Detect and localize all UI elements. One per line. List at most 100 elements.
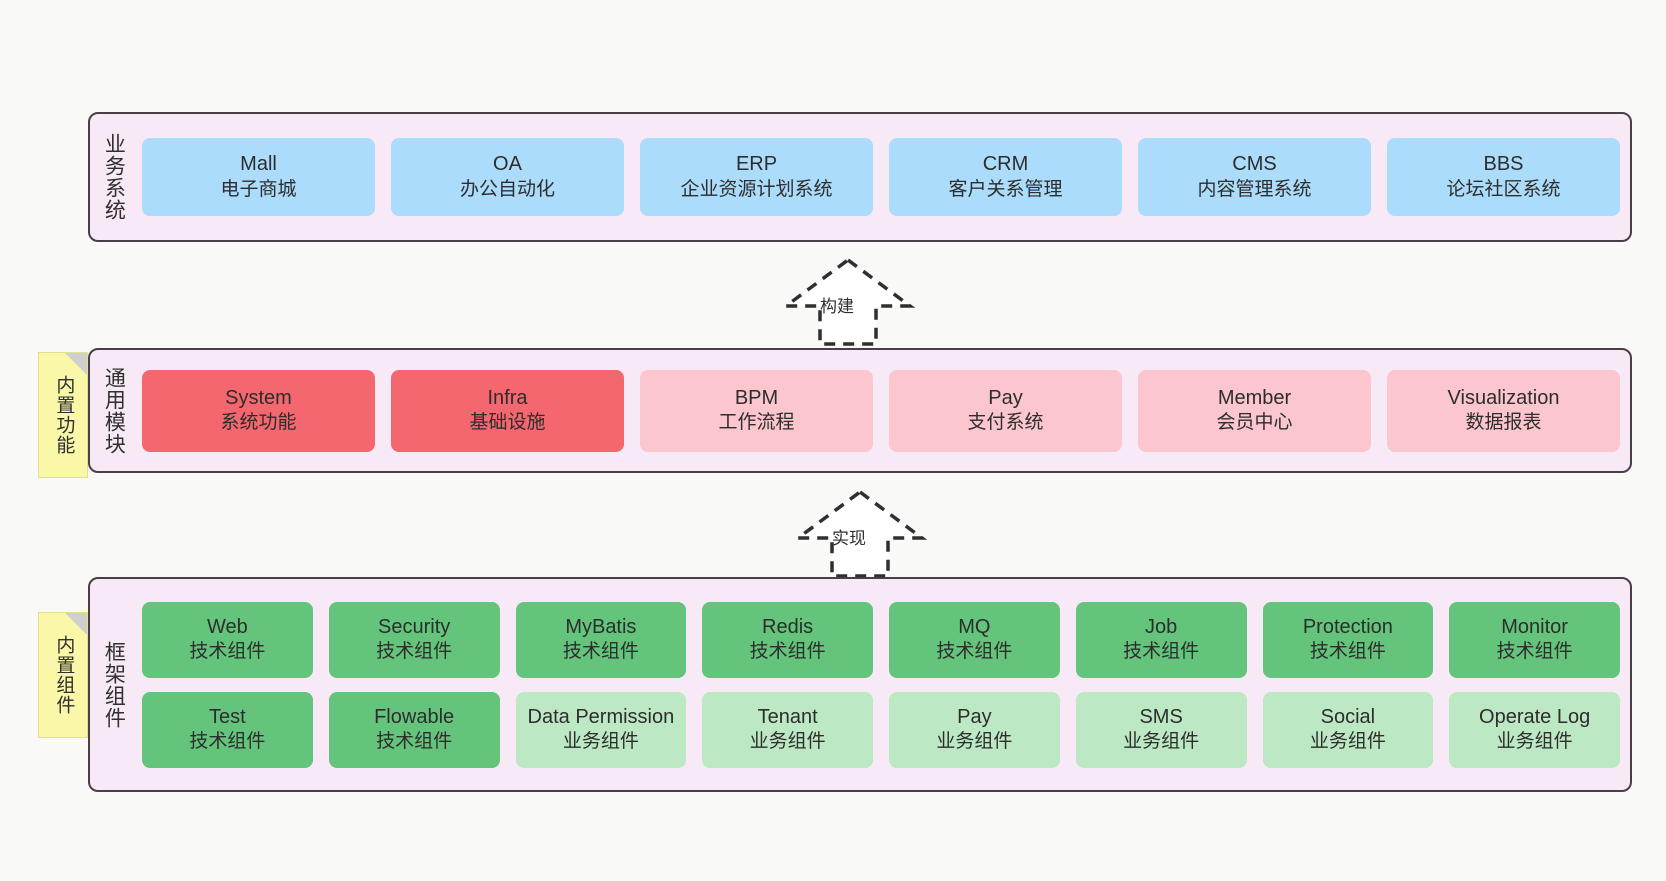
framework-business-row: Test 技术组件 Flowable 技术组件 Data Permission … — [142, 691, 1620, 768]
card-operate-log-en: Operate Log — [1479, 705, 1591, 728]
card-social[interactable]: Social 业务组件 — [1262, 691, 1434, 768]
card-test[interactable]: Test 技术组件 — [142, 691, 313, 768]
card-member-en: Member — [1217, 386, 1292, 409]
connector-build: 构建 — [758, 256, 938, 348]
card-system-en: System — [225, 386, 292, 409]
card-pay-module-en: Pay — [988, 386, 1023, 409]
card-tenant[interactable]: Tenant 业务组件 — [702, 691, 873, 768]
card-mq[interactable]: MQ 技术组件 — [889, 601, 1060, 678]
card-erp[interactable]: ERP 企业资源计划系统 — [640, 138, 873, 216]
card-cms-cn: 内容管理系统 — [1197, 178, 1312, 200]
card-monitor-en: Monitor — [1501, 615, 1568, 638]
card-erp-cn: 企业资源计划系统 — [680, 178, 833, 200]
card-bpm[interactable]: BPM 工作流程 — [640, 369, 873, 452]
note-builtin-component: 内置组件 — [38, 612, 88, 738]
layer-framework-component: 框架组件 Web 技术组件 Security 技术组件 MyBatis 技术组件… — [88, 577, 1632, 792]
card-redis[interactable]: Redis 技术组件 — [702, 601, 873, 678]
note-builtin-component-label: 内置组件 — [53, 635, 75, 715]
layer-common-module-body: System 系统功能 Infra 基础设施 BPM 工作流程 Pay 支付系统… — [136, 350, 1630, 471]
card-protection-cn: 技术组件 — [1309, 641, 1386, 663]
note-builtin-function: 内置功能 — [38, 352, 88, 478]
card-mq-cn: 技术组件 — [936, 641, 1013, 663]
card-sms-cn: 业务组件 — [1123, 731, 1200, 753]
card-web-en: Web — [206, 615, 248, 638]
card-tenant-en: Tenant — [757, 705, 818, 728]
card-flowable-cn: 技术组件 — [376, 731, 453, 753]
card-tenant-cn: 业务组件 — [749, 731, 826, 753]
card-sms-en: SMS — [1139, 705, 1183, 728]
card-infra[interactable]: Infra 基础设施 — [391, 369, 624, 452]
card-flowable[interactable]: Flowable 技术组件 — [328, 691, 500, 768]
card-system-cn: 系统功能 — [220, 412, 297, 434]
card-infra-cn: 基础设施 — [469, 412, 546, 434]
layer-framework-component-body: Web 技术组件 Security 技术组件 MyBatis 技术组件 Redi… — [136, 579, 1630, 790]
card-member[interactable]: Member 会员中心 — [1138, 369, 1371, 452]
card-bbs-en: BBS — [1483, 153, 1524, 176]
business-card-row: Mall 电子商城 OA 办公自动化 ERP 企业资源计划系统 CRM 客户关系… — [142, 138, 1620, 216]
layer-business-system-title: 业务系统 — [102, 133, 126, 221]
card-security-cn: 技术组件 — [376, 641, 453, 663]
card-visualization-cn: 数据报表 — [1465, 412, 1542, 434]
card-social-en: Social — [1320, 705, 1376, 728]
card-pay-component[interactable]: Pay 业务组件 — [889, 691, 1060, 768]
card-mybatis-en: MyBatis — [565, 615, 637, 638]
card-redis-cn: 技术组件 — [749, 641, 826, 663]
card-erp-en: ERP — [735, 153, 778, 176]
card-bbs[interactable]: BBS 论坛社区系统 — [1387, 138, 1620, 216]
layer-business-system-body: Mall 电子商城 OA 办公自动化 ERP 企业资源计划系统 CRM 客户关系… — [136, 114, 1630, 240]
framework-tech-row: Web 技术组件 Security 技术组件 MyBatis 技术组件 Redi… — [142, 601, 1620, 678]
common-card-row: System 系统功能 Infra 基础设施 BPM 工作流程 Pay 支付系统… — [142, 369, 1620, 452]
card-test-cn: 技术组件 — [189, 731, 266, 753]
card-security[interactable]: Security 技术组件 — [328, 601, 500, 678]
card-mq-en: MQ — [958, 615, 991, 638]
card-monitor-cn: 技术组件 — [1496, 641, 1573, 663]
card-visualization[interactable]: Visualization 数据报表 — [1387, 369, 1620, 452]
card-pay-module-cn: 支付系统 — [967, 412, 1044, 434]
card-crm-en: CRM — [982, 153, 1029, 176]
card-bpm-en: BPM — [734, 386, 779, 409]
card-visualization-en: Visualization — [1447, 386, 1560, 409]
card-mall-cn: 电子商城 — [220, 178, 297, 200]
card-test-en: Test — [209, 705, 246, 728]
card-web-cn: 技术组件 — [189, 641, 266, 663]
card-system[interactable]: System 系统功能 — [142, 369, 375, 452]
card-mybatis[interactable]: MyBatis 技术组件 — [515, 601, 687, 678]
card-cms-en: CMS — [1232, 153, 1277, 176]
card-data-permission-en: Data Permission — [527, 705, 675, 728]
card-cms[interactable]: CMS 内容管理系统 — [1138, 138, 1371, 216]
card-operate-log-cn: 业务组件 — [1496, 731, 1573, 753]
card-social-cn: 业务组件 — [1309, 731, 1386, 753]
layer-business-system: 业务系统 Mall 电子商城 OA 办公自动化 ERP 企业资源计划系统 CRM… — [88, 112, 1632, 242]
card-protection[interactable]: Protection 技术组件 — [1262, 601, 1434, 678]
card-pay-component-cn: 业务组件 — [936, 731, 1013, 753]
card-oa-en: OA — [493, 153, 522, 176]
card-web[interactable]: Web 技术组件 — [142, 601, 313, 678]
card-crm-cn: 客户关系管理 — [948, 178, 1063, 200]
card-job-cn: 技术组件 — [1123, 641, 1200, 663]
card-crm[interactable]: CRM 客户关系管理 — [889, 138, 1122, 216]
card-pay-module[interactable]: Pay 支付系统 — [889, 369, 1122, 452]
card-monitor[interactable]: Monitor 技术组件 — [1449, 601, 1620, 678]
card-job[interactable]: Job 技术组件 — [1075, 601, 1247, 678]
card-flowable-en: Flowable — [374, 705, 455, 728]
note-builtin-function-label: 内置功能 — [53, 375, 75, 455]
card-security-en: Security — [378, 615, 451, 638]
card-mall[interactable]: Mall 电子商城 — [142, 138, 375, 216]
layer-common-module: 通用模块 System 系统功能 Infra 基础设施 BPM 工作流程 Pay… — [88, 348, 1632, 473]
connector-build-arrow — [780, 257, 916, 346]
card-oa[interactable]: OA 办公自动化 — [391, 138, 624, 216]
card-operate-log[interactable]: Operate Log 业务组件 — [1449, 691, 1620, 768]
layer-framework-component-title: 框架组件 — [102, 640, 126, 729]
card-bpm-cn: 工作流程 — [718, 412, 795, 434]
card-mall-en: Mall — [240, 153, 277, 176]
connector-build-label: 构建 — [820, 297, 854, 316]
connector-implement-arrow — [792, 489, 928, 578]
card-protection-en: Protection — [1302, 615, 1393, 638]
card-member-cn: 会员中心 — [1216, 412, 1293, 434]
card-mybatis-cn: 技术组件 — [562, 641, 639, 663]
card-oa-cn: 办公自动化 — [459, 178, 555, 200]
card-sms[interactable]: SMS 业务组件 — [1075, 691, 1247, 768]
card-pay-component-en: Pay — [957, 705, 992, 728]
card-data-permission[interactable]: Data Permission 业务组件 — [515, 691, 687, 768]
